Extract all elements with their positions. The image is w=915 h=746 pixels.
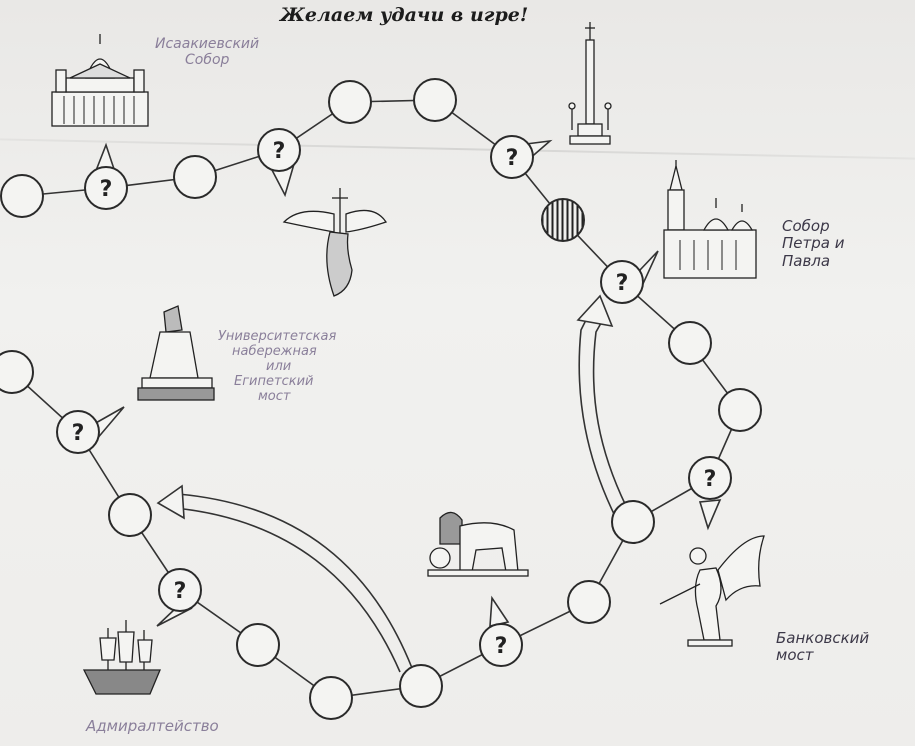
isaac-cathedral-picture [51,34,149,127]
label-line: Египетский [234,373,314,389]
cell-6 [413,78,457,122]
cell-4-question [257,128,301,172]
sailing-ship-picture [82,620,161,695]
cell-12-question [688,456,732,500]
question-mark: ? [616,271,629,296]
label-isaac: Исаакиевский Собор [155,36,259,68]
lion-statue-picture [427,511,529,577]
label-line: набережная [232,343,317,359]
label-line: Банковский [776,629,870,647]
cell-10 [668,321,712,365]
question-mark: ? [506,146,519,171]
label-embankment: Университетская набережная или Египетски… [218,329,337,405]
label-line: Исаакиевский [155,36,260,52]
label-line: Петра и [782,234,845,253]
griffin-statue-picture [659,535,765,647]
cell-20 [108,493,152,537]
cell-15-question [479,623,523,667]
track-cells [0,78,762,720]
label-line: Адмиралтейство [86,717,219,735]
cell-11 [718,388,762,432]
label-line: Собор [782,217,830,235]
sphinx-picture [137,305,215,401]
question-mark: ? [495,634,508,659]
question-mark: ? [72,421,85,446]
cell-19-question [158,568,202,612]
angel-spire-picture [282,188,388,297]
question-mark: ? [704,467,717,492]
shortcut-arrow-up [576,294,627,515]
label-line: Собор [185,52,230,69]
label-line: или [266,358,292,374]
peter-paul-cathedral-picture [663,160,757,279]
question-mark: ? [174,579,187,604]
shortcut-arrow-left [156,484,413,673]
track-connectors [11,99,741,699]
page-title: Желаем удачи в игре! [280,4,529,26]
cell-7-question [490,135,534,179]
cell-14 [567,580,611,624]
label-peter-paul: Собор Петра и Павла [782,217,845,270]
label-line: Университетская [218,329,337,344]
question-mark: ? [273,139,286,164]
cell-5 [328,80,372,124]
label-line: Павла [782,251,831,270]
cell-16 [399,664,443,708]
question-mark: ? [100,177,113,202]
label-line: мост [776,646,814,665]
cell-8-striped [541,198,585,242]
label-admiralty: Адмиралтейство [86,717,219,735]
label-bank-bridge: Банковский мост [776,629,870,665]
cell-1 [0,174,44,218]
cell-2-question [84,166,128,210]
cell-18 [236,623,280,667]
alexander-column-picture [568,22,612,145]
cell-21-question [56,410,100,454]
cell-3 [173,155,217,199]
cell-17 [309,676,353,720]
cell-9-question [600,260,644,304]
label-line: мост [258,388,291,404]
cell-22 [0,350,34,394]
cell-13 [611,500,655,544]
